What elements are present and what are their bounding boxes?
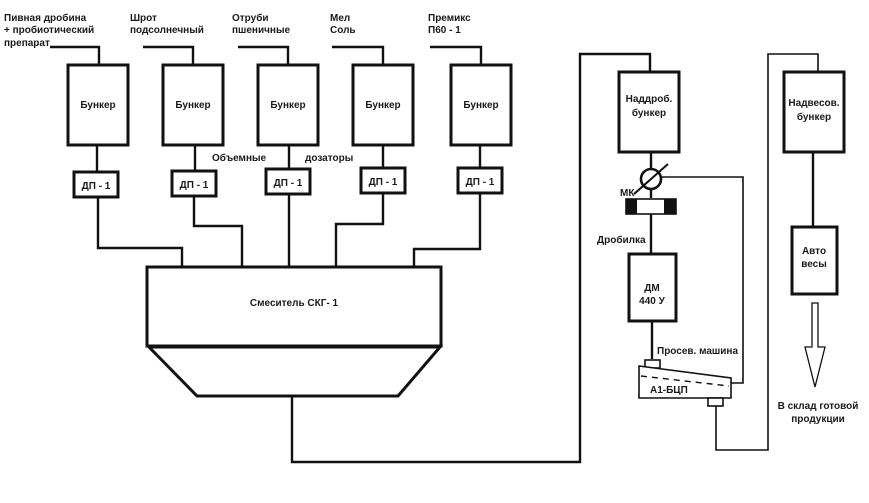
doser-mixer-link-4 bbox=[334, 193, 385, 266]
input-label-line: Премикс bbox=[428, 13, 471, 24]
pre-crusher-bunker-label-line: бункер bbox=[632, 107, 666, 119]
mixer-to-crusher-bunker-line bbox=[290, 52, 652, 464]
input-label-line: Шрот bbox=[130, 13, 157, 24]
scales-label-line: Авто bbox=[802, 246, 826, 257]
magnetic-separator-mk: МК bbox=[620, 163, 669, 199]
input-label-3: Отруби пшеничные bbox=[232, 12, 291, 36]
output-caption-line: В склад готовой bbox=[778, 401, 859, 412]
bunker-4: Бункер bbox=[351, 63, 415, 147]
mk-valve-slash bbox=[633, 163, 669, 195]
input-label-line: Пивная дробина bbox=[4, 12, 87, 24]
crusher-dm-440u: ДМ 440 У bbox=[627, 252, 678, 323]
doser-label: ДП - 1 bbox=[82, 181, 111, 192]
pre-weigh-bunker-label-line: Надвесов. bbox=[788, 98, 839, 109]
magnet-block bbox=[625, 198, 677, 215]
output-caption-line: продукции bbox=[791, 414, 845, 425]
pre-crusher-bunker-label-line: Наддроб. bbox=[626, 93, 673, 105]
mixer-label: Смеситель СКГ- 1 bbox=[250, 298, 339, 309]
doser-label: ДП - 1 bbox=[369, 177, 398, 188]
doser-1: ДП - 1 bbox=[72, 170, 120, 199]
doser-label: ДП - 1 bbox=[274, 178, 303, 189]
bunker-3: Бункер bbox=[256, 63, 320, 147]
bunker-1: Бункер bbox=[66, 63, 130, 147]
doser-mixer-link-1 bbox=[96, 197, 184, 266]
dosers-caption-part-2: дозаторы bbox=[305, 153, 353, 164]
input-label-line: Мел bbox=[330, 13, 350, 24]
pre-weigh-bunker-label-line: бункер bbox=[797, 111, 831, 123]
crusher-label-line: ДМ bbox=[644, 283, 659, 294]
bunker-label: Бункер bbox=[80, 100, 115, 111]
sifter-caption: Просев. машина bbox=[657, 346, 738, 357]
input-label-line: препарат bbox=[4, 38, 50, 49]
scales-label-line: весы bbox=[801, 259, 827, 270]
feed-line-3 bbox=[238, 45, 290, 64]
bunker-label: Бункер bbox=[365, 100, 400, 111]
feed-line-5 bbox=[430, 45, 483, 64]
doser-mixer-link-5 bbox=[412, 193, 482, 266]
pre-crusher-bunker: Наддроб. бункер bbox=[617, 70, 681, 154]
input-label-line: Отруби bbox=[232, 12, 269, 24]
down-arrow-icon bbox=[804, 302, 826, 388]
sifter-to-weigh-bunker-line bbox=[715, 53, 819, 451]
input-label-line: + пробиотический bbox=[4, 24, 94, 36]
doser-mixer-link-2 bbox=[192, 196, 244, 266]
bunker-label: Бункер bbox=[270, 100, 305, 111]
crusher-label-line: 440 У bbox=[639, 296, 665, 307]
input-label-4: Мел Соль bbox=[330, 13, 356, 36]
crusher-caption: Дробилка bbox=[597, 234, 646, 246]
feed-line-1 bbox=[50, 45, 101, 64]
input-label-line: подсолнечный bbox=[130, 25, 204, 36]
dosers-caption-part-1: Объемные bbox=[212, 152, 267, 164]
bunker-2: Бункер bbox=[161, 63, 225, 147]
sifter-label: А1-БЦП bbox=[650, 385, 688, 396]
pre-weigh-bunker: Надвесов. бункер bbox=[782, 70, 846, 154]
input-label-2: Шрот подсолнечный bbox=[130, 13, 204, 36]
doser-4: ДП - 1 bbox=[359, 166, 407, 195]
input-label-line: Соль bbox=[330, 25, 356, 36]
input-label-line: пшеничные bbox=[232, 25, 291, 36]
auto-scales: Авто весы bbox=[790, 225, 839, 296]
feed-line-2 bbox=[143, 45, 195, 64]
input-label-5: Премикс П60 - 1 bbox=[428, 13, 471, 36]
doser-label: ДП - 1 bbox=[466, 177, 495, 188]
doser-label: ДП - 1 bbox=[180, 180, 209, 191]
bunker-5: Бункер bbox=[449, 63, 513, 147]
bunker-label: Бункер bbox=[175, 100, 210, 111]
mixer-skg-1: Смеситель СКГ- 1 bbox=[145, 265, 444, 398]
input-label-line: П60 - 1 bbox=[428, 25, 461, 36]
doser-2: ДП - 1 bbox=[170, 169, 218, 198]
input-label-1: Пивная дробина + пробиотический препарат bbox=[4, 12, 94, 49]
doser-3: ДП - 1 bbox=[264, 167, 312, 196]
doser-5: ДП - 1 bbox=[456, 166, 504, 195]
mk-label: МК bbox=[620, 188, 635, 199]
return-line-to-sifter bbox=[661, 176, 744, 384]
feed-line-4 bbox=[332, 45, 385, 64]
bunker-label: Бункер bbox=[463, 100, 498, 111]
sifter-a1-bcp: А1-БЦП bbox=[638, 359, 732, 407]
